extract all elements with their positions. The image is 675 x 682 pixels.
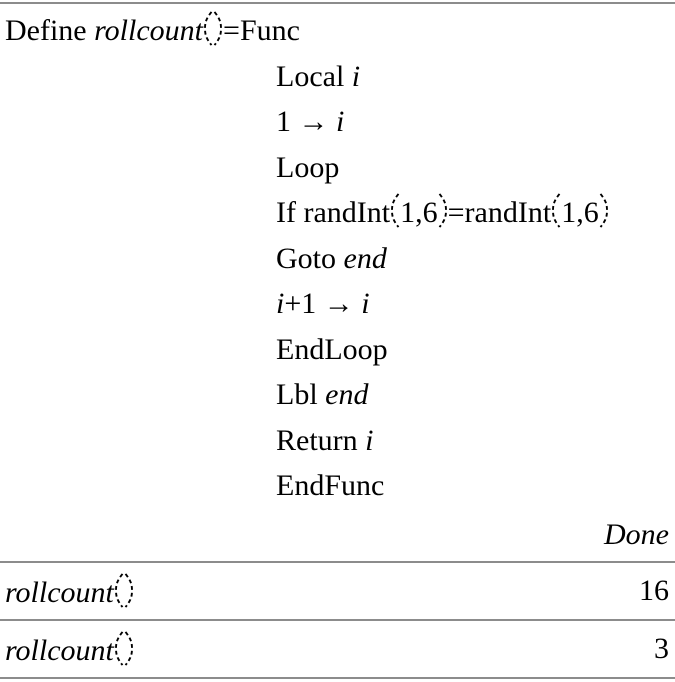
history-entry-eval-2[interactable]: rollcount 3 (0, 621, 675, 677)
program-line-endloop: EndLoop (276, 327, 670, 373)
eval-input-expression[interactable]: rollcount (5, 630, 134, 668)
text-segment: → (298, 105, 336, 138)
dashed-open-paren (203, 10, 213, 47)
text-segment: 1,6 (400, 196, 438, 229)
text-segment: → (323, 287, 362, 320)
text-segment: = (223, 14, 240, 47)
program-line-if-randint: If randInt 1,6 =randInt 1,6 (276, 190, 670, 236)
program-line-endfunc: EndFunc (276, 463, 670, 509)
text-segment: i (276, 287, 285, 320)
text-segment: +1 (284, 287, 324, 320)
text-segment: i (361, 287, 370, 320)
dashed-open-paren (114, 630, 124, 667)
text-segment: rollcount (5, 575, 114, 609)
text-segment: Loop (276, 150, 340, 184)
text-segment: 1,6 (561, 196, 599, 229)
eval-input-expression[interactable]: rollcount (5, 572, 134, 610)
program-line-local: Local i (276, 54, 670, 100)
text-segment: i (365, 423, 374, 457)
text-segment: EndFunc (276, 469, 385, 502)
dashed-open-paren (390, 192, 400, 229)
text-segment: Local (276, 59, 352, 93)
text-segment: end (343, 241, 387, 275)
text-segment: i (351, 59, 361, 93)
entry-result-done[interactable]: Done (604, 517, 669, 551)
history-entry-program-definition[interactable]: Define rollcount =Func Local i 1 → i Loop… (0, 4, 675, 509)
program-line-increment: i+1 → i (276, 281, 670, 327)
history-entry-eval-1[interactable]: rollcount 16 (0, 563, 675, 619)
top-divider (0, 2, 675, 4)
program-line-goto-end: Goto end (276, 236, 670, 282)
text-segment: i (336, 105, 345, 138)
history-divider (0, 676, 675, 679)
text-segment: Define (5, 14, 95, 47)
text-segment: 1 (276, 105, 299, 138)
text-segment: Func (239, 14, 300, 47)
text-segment: rollcount (5, 633, 114, 667)
program-line-loop: Loop (276, 145, 670, 191)
text-segment: Goto (276, 241, 344, 275)
text-segment: rollcount (94, 14, 204, 47)
dashed-close-paren (124, 572, 134, 609)
program-line-assign-1: 1 → i (276, 99, 670, 145)
text-segment: Return (276, 423, 366, 457)
text-segment: EndLoop (276, 332, 388, 366)
program-define-line: Define rollcount =Func (5, 8, 670, 54)
program-result-row: Done (0, 509, 675, 561)
eval-result-value[interactable]: 16 (639, 573, 669, 607)
history-divider (0, 618, 675, 621)
program-line-return: Return i (276, 418, 670, 464)
text-segment: If randInt (276, 196, 391, 229)
dashed-open-paren (551, 192, 561, 229)
dashed-open-paren (114, 572, 124, 609)
history-divider (0, 560, 675, 563)
program-body: Local i 1 → i Loop If randInt 1,6 =randInt… (276, 54, 670, 509)
eval-result-value[interactable]: 3 (654, 631, 669, 665)
program-line-lbl-end: Lbl end (276, 372, 670, 418)
text-segment: end (325, 378, 369, 411)
text-segment: Lbl (276, 378, 326, 411)
dashed-close-paren (599, 192, 609, 229)
text-segment: =randInt (447, 196, 552, 229)
dashed-close-paren (438, 192, 448, 229)
dashed-close-paren (213, 10, 223, 47)
dashed-close-paren (124, 630, 134, 667)
